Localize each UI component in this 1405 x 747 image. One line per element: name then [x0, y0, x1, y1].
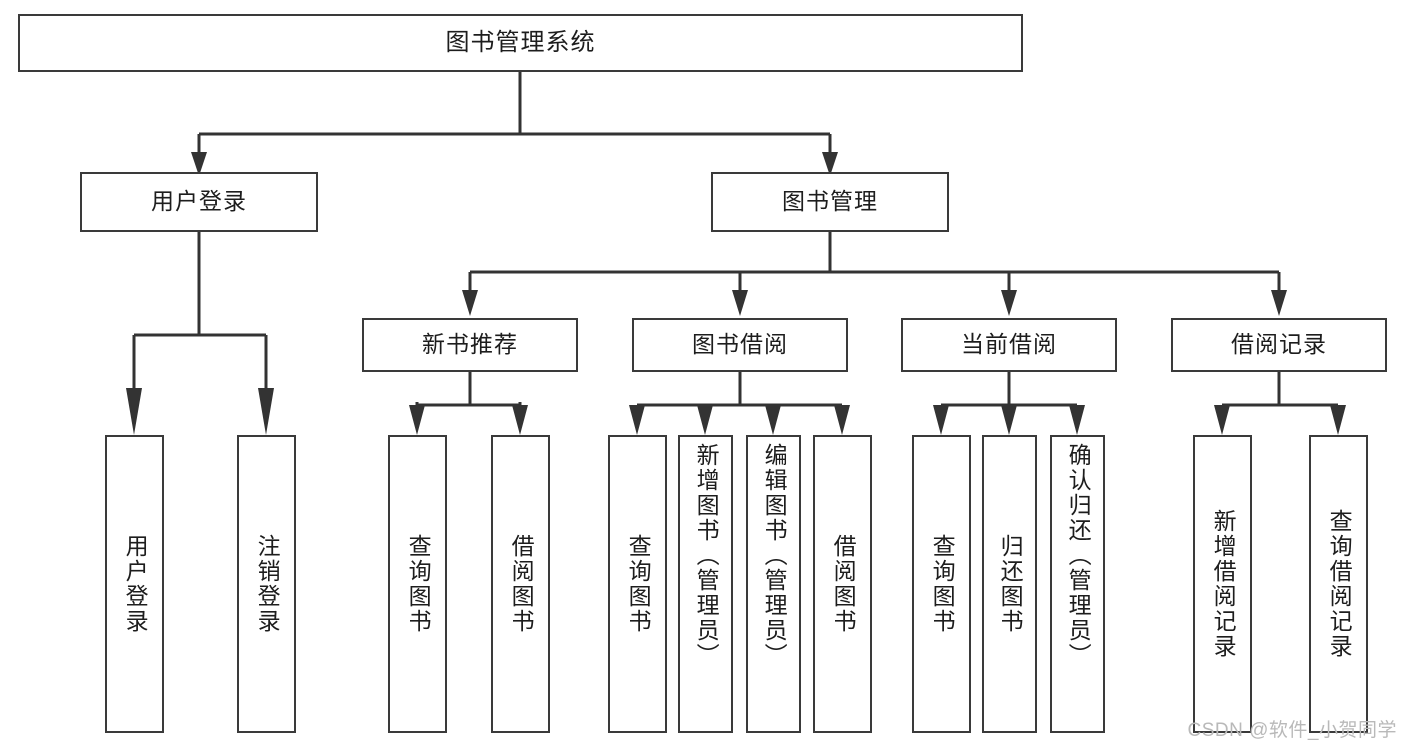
leaf-add-book-label: 新增图书（管理员）	[693, 443, 720, 668]
leaf-confirm-return-label: 确认归还（管理员）	[1065, 443, 1092, 668]
arrow-leaf-query-book-1	[409, 405, 425, 435]
leaf-user-login[interactable]: 用户登录	[105, 435, 164, 733]
leaf-add-record[interactable]: 新增借阅记录	[1193, 435, 1252, 733]
leaf-user-logout[interactable]: 注销登录	[237, 435, 296, 733]
leaf-drops	[635, 405, 1340, 410]
node-book-borrow[interactable]: 图书借阅	[632, 318, 848, 372]
leaf-query-book-1-label: 查询图书	[405, 534, 432, 634]
leaf-add-record-label: 新增借阅记录	[1210, 509, 1237, 659]
leaf-borrow-book-2[interactable]: 借阅图书	[813, 435, 872, 733]
node-borrow-record-label: 借阅记录	[1231, 331, 1327, 358]
arrow-leaf-add-book	[697, 405, 713, 435]
leaf-query-record-label: 查询借阅记录	[1326, 509, 1353, 659]
arrow-leaf-borrow-book-2	[834, 405, 850, 435]
node-user-login-label: 用户登录	[151, 188, 247, 215]
leaf-query-book-2[interactable]: 查询图书	[608, 435, 667, 733]
node-book-management-label: 图书管理	[782, 188, 878, 215]
leaf-edit-book[interactable]: 编辑图书（管理员）	[746, 435, 801, 733]
leaf-query-book-2-label: 查询图书	[625, 534, 652, 634]
arrow-leaf-user-login	[126, 388, 142, 435]
node-current-borrow[interactable]: 当前借阅	[901, 318, 1117, 372]
leaf-edit-book-label: 编辑图书（管理员）	[761, 443, 788, 668]
arrow-leaf-query-record	[1330, 405, 1346, 435]
arrow-leaf-user-logout	[258, 388, 274, 435]
arrow-borrow	[732, 290, 748, 316]
arrow-leaf-add-record	[1214, 405, 1230, 435]
node-book-borrow-label: 图书借阅	[692, 331, 788, 358]
arrow-leaf-confirm-return	[1069, 405, 1085, 435]
node-new-book-recommend-label: 新书推荐	[422, 331, 518, 358]
leaf-borrow-book-1-label: 借阅图书	[508, 534, 535, 634]
arrow-leaf-borrow-book-1	[512, 405, 528, 435]
leaf-query-book-1[interactable]: 查询图书	[388, 435, 447, 733]
leaf-borrow-book-2-label: 借阅图书	[830, 534, 857, 634]
arrow-leaf-edit-book	[765, 405, 781, 435]
node-book-management[interactable]: 图书管理	[711, 172, 949, 232]
node-current-borrow-label: 当前借阅	[961, 331, 1057, 358]
node-root-label: 图书管理系统	[445, 28, 596, 56]
arrow-record	[1271, 290, 1287, 316]
leaf-query-record[interactable]: 查询借阅记录	[1309, 435, 1368, 733]
leaf-query-book-3[interactable]: 查询图书	[912, 435, 971, 733]
leaf-query-book-3-label: 查询图书	[929, 534, 956, 634]
leaf-confirm-return[interactable]: 确认归还（管理员）	[1050, 435, 1105, 733]
leaf-return-book[interactable]: 归还图书	[982, 435, 1037, 733]
node-new-book-recommend[interactable]: 新书推荐	[362, 318, 578, 372]
arrow-leaf-query-book-3	[933, 405, 949, 435]
leaf-borrow-book-1[interactable]: 借阅图书	[491, 435, 550, 733]
arrow-leaf-query-book-2	[629, 405, 645, 435]
arrow-current	[1001, 290, 1017, 316]
csdn-watermark: CSDN @软件_小贺同学	[1187, 720, 1397, 741]
node-user-login[interactable]: 用户登录	[80, 172, 318, 232]
leaf-user-login-label: 用户登录	[122, 534, 149, 634]
node-borrow-record[interactable]: 借阅记录	[1171, 318, 1387, 372]
leaf-add-book[interactable]: 新增图书（管理员）	[678, 435, 733, 733]
arrow-leaf-return-book	[1001, 405, 1017, 435]
leaf-user-logout-label: 注销登录	[254, 534, 281, 634]
arrow-recommend	[462, 290, 478, 316]
node-root-system[interactable]: 图书管理系统	[18, 14, 1023, 72]
leaf-return-book-label: 归还图书	[997, 534, 1024, 634]
